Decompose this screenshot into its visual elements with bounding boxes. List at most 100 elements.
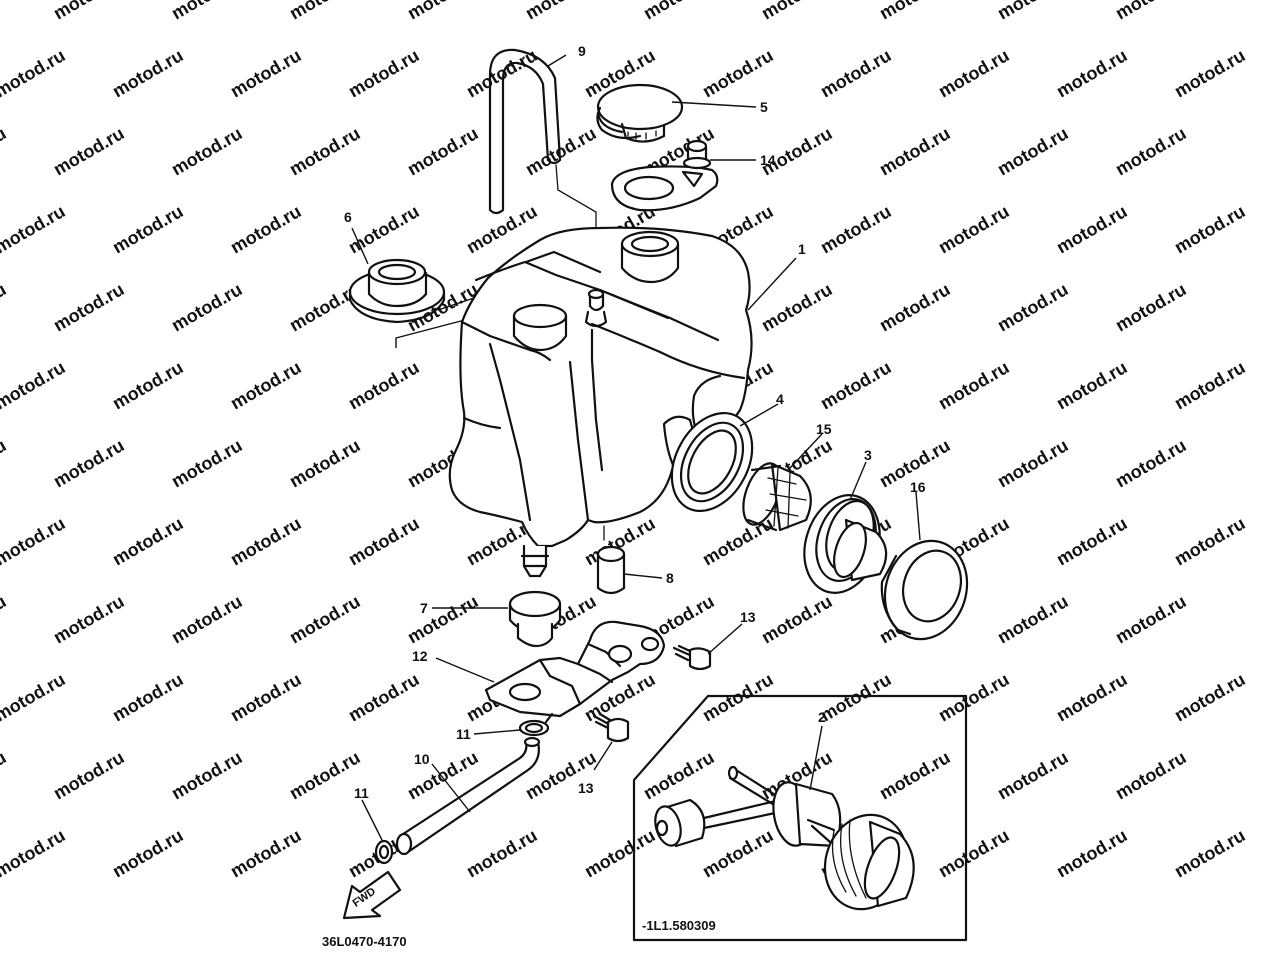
watermark-text: motod.ru <box>876 123 954 179</box>
watermark-text: motod.ru <box>699 669 777 725</box>
leader-lines <box>351 54 921 841</box>
drawing-code: 36L0470-4170 <box>322 934 407 949</box>
part-6-grommet <box>348 258 446 324</box>
watermark-text: motod.ru <box>286 435 364 491</box>
watermark-text: motod.ru <box>168 279 246 335</box>
watermark-text: motod.ru <box>227 669 305 725</box>
callout-1: 1 <box>798 241 806 257</box>
inset-code: -1L1.580309 <box>642 918 716 933</box>
watermark-text: motod.ru <box>345 45 423 101</box>
watermark-text: motod.ru <box>227 201 305 257</box>
callout-5: 5 <box>760 99 768 115</box>
watermark-text: motod.ru <box>50 279 128 335</box>
watermark-text: motod.ru <box>876 747 954 803</box>
watermark-text: motod.ru <box>404 123 482 179</box>
watermark-text: motod.ru <box>286 0 364 23</box>
watermark-text: motod.ru <box>168 747 246 803</box>
part-11-clip-upper <box>518 712 554 737</box>
watermark-text: motod.ru <box>876 279 954 335</box>
watermark-text: motod.ru <box>0 435 10 491</box>
watermark-text: motod.ru <box>1171 357 1249 413</box>
watermark-text: motod.ru <box>463 825 541 881</box>
watermark-text: motod.ru <box>0 201 69 257</box>
watermark-text: motod.ru <box>699 45 777 101</box>
callout-16: 16 <box>910 479 926 495</box>
inset-part-2 <box>632 694 968 942</box>
part-7-damper <box>508 590 562 648</box>
watermark-text: motod.ru <box>699 513 777 569</box>
watermark-text: motod.ru <box>994 435 1072 491</box>
watermark-text: motod.ru <box>0 123 10 179</box>
part-10-oil-hose <box>395 736 541 856</box>
callout-15: 15 <box>816 421 832 437</box>
watermark-text: motod.ru <box>109 513 187 569</box>
watermark-text: motod.ru <box>345 357 423 413</box>
forward-direction-arrow: FWD <box>342 870 402 920</box>
watermark-text: motod.ru <box>1171 513 1249 569</box>
part-15-strainer <box>742 462 812 532</box>
callout-14: 14 <box>760 152 776 168</box>
watermark-text: motod.ru <box>0 513 69 569</box>
watermark-text: motod.ru <box>1112 435 1190 491</box>
callout-3: 3 <box>864 447 872 463</box>
watermark-text: motod.ru <box>50 123 128 179</box>
watermark-text: motod.ru <box>935 825 1013 881</box>
callout-4: 4 <box>776 391 784 407</box>
watermark-text: motod.ru <box>345 669 423 725</box>
watermark-text: motod.ru <box>109 357 187 413</box>
watermark-text: motod.ru <box>935 45 1013 101</box>
watermark-text: motod.ru <box>817 45 895 101</box>
callout-7: 7 <box>420 600 428 616</box>
watermark-text: motod.ru <box>50 747 128 803</box>
callout-2: 2 <box>818 709 826 725</box>
watermark-text: motod.ru <box>1053 45 1131 101</box>
part-13-bolt-upper <box>672 644 712 671</box>
part-12-bracket <box>484 620 666 718</box>
watermark-text: motod.ru <box>994 279 1072 335</box>
watermark-text: motod.ru <box>404 0 482 23</box>
watermark-text: motod.ru <box>1053 825 1131 881</box>
watermark-text: motod.ru <box>935 669 1013 725</box>
part-5-filler-cap <box>596 83 684 143</box>
watermark-text: motod.ru <box>817 669 895 725</box>
watermark-text: motod.ru <box>1112 591 1190 647</box>
watermark-text: motod.ru <box>404 591 482 647</box>
watermark-text: motod.ru <box>50 591 128 647</box>
watermark-text: motod.ru <box>758 591 836 647</box>
watermark-text: motod.ru <box>168 591 246 647</box>
watermark-text: motod.ru <box>522 123 600 179</box>
watermark-text: motod.ru <box>1171 825 1249 881</box>
callout-13-upper: 13 <box>740 609 756 625</box>
watermark-text: motod.ru <box>168 435 246 491</box>
callout-12: 12 <box>412 648 428 664</box>
watermark-text: motod.ru <box>640 0 718 23</box>
watermark-text: motod.ru <box>522 0 600 23</box>
watermark-text: motod.ru <box>935 357 1013 413</box>
callout-10: 10 <box>414 751 430 767</box>
watermark-text: motod.ru <box>581 825 659 881</box>
part-11-clip-lower <box>374 839 394 865</box>
watermark-text: motod.ru <box>227 45 305 101</box>
watermark-text: motod.ru <box>0 45 69 101</box>
part-8-collar <box>596 525 626 595</box>
watermark-text: motod.ru <box>227 513 305 569</box>
callout-13-lower: 13 <box>578 780 594 796</box>
callouts: 9 5 14 6 1 4 15 3 16 8 7 13 12 11 10 11 … <box>344 43 926 801</box>
watermark-text: motod.ru <box>1112 747 1190 803</box>
watermark-text: motod.ru <box>0 825 69 881</box>
callout-11-upper: 11 <box>456 726 471 742</box>
watermark-text: motod.ru <box>345 201 423 257</box>
watermark-text: motod.ru <box>109 825 187 881</box>
part-16-seal <box>880 539 969 641</box>
watermark-text: motod.ru <box>168 123 246 179</box>
watermark-text: motod.ru <box>758 0 836 23</box>
watermark-text: motod.ru <box>994 591 1072 647</box>
watermark-text: motod.ru <box>345 513 423 569</box>
part-3-plug <box>803 494 888 594</box>
part-4-gasket <box>670 411 754 513</box>
watermark-text: motod.ru <box>1112 0 1190 23</box>
watermark-text: motod.ru <box>0 747 10 803</box>
watermark-text: motod.ru <box>994 747 1072 803</box>
watermark-text: motod.ru <box>1053 201 1131 257</box>
part-1-oil-tank <box>448 226 753 578</box>
